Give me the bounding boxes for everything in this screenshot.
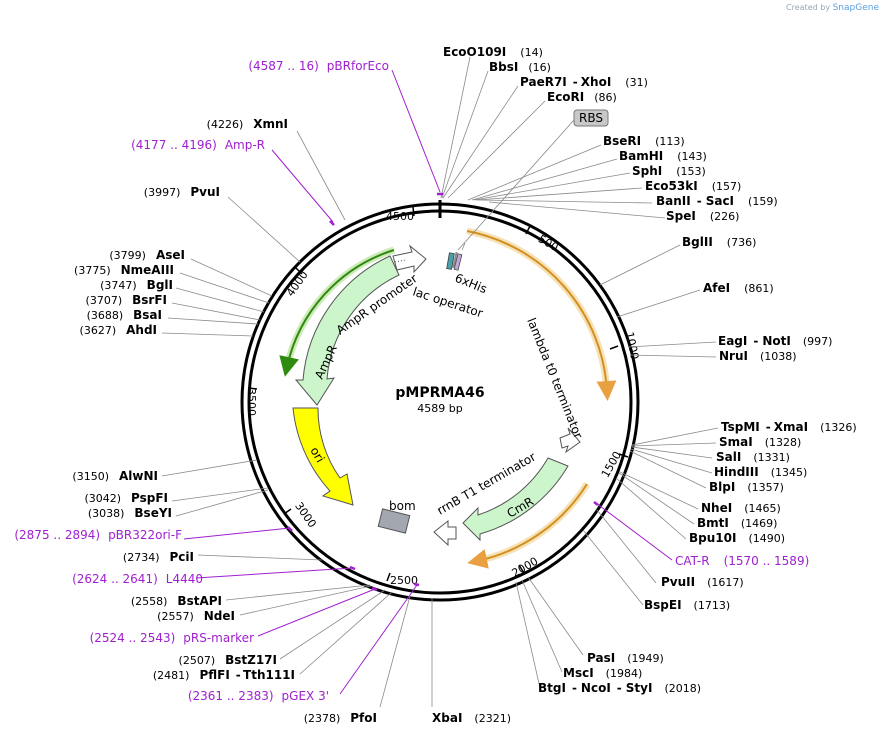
his-tag-feature xyxy=(453,253,463,271)
bom-feature xyxy=(377,508,411,534)
svg-text:(2734)PciI: (2734)PciI xyxy=(123,550,194,564)
lambda-terminator-feature xyxy=(559,427,581,454)
tick-labels: 500 1000 1500 2000 2500 3000 3500 4000 4… xyxy=(245,210,641,587)
svg-text:EagI-NotI(997): EagI-NotI(997) xyxy=(718,334,832,348)
primer-leaders xyxy=(183,69,673,695)
lambda-arc xyxy=(466,230,617,401)
site-name: EcoO109I xyxy=(443,45,506,59)
tick-1000: 1000 xyxy=(623,331,642,361)
svg-text:SalI(1331): SalI(1331) xyxy=(716,450,790,464)
primer-marks xyxy=(287,192,599,592)
svg-text:(3707)BsrFI: (3707)BsrFI xyxy=(86,293,167,307)
svg-text:BtgI-NcoI-StyI(2018): BtgI-NcoI-StyI(2018) xyxy=(538,681,701,695)
cmr-feature xyxy=(462,457,569,542)
lambda-label: lambda t0 terminator xyxy=(524,316,585,441)
svg-text:CAT-R(1570 .. 1589): CAT-R(1570 .. 1589) xyxy=(675,554,809,568)
svg-text:BlpI(1357): BlpI(1357) xyxy=(709,480,784,494)
svg-text:(4226)XmnI: (4226)XmnI xyxy=(207,117,288,131)
tick-2500: 2500 xyxy=(390,574,418,587)
lac-operator-feature xyxy=(446,252,455,270)
svg-text:BbsI(16): BbsI(16) xyxy=(489,60,551,74)
svg-text:SmaI(1328): SmaI(1328) xyxy=(719,435,801,449)
svg-text:PvuII(1617): PvuII(1617) xyxy=(661,575,744,589)
svg-text:(3038)BseYI: (3038)BseYI xyxy=(88,506,172,520)
svg-text:NruI(1038): NruI(1038) xyxy=(719,349,797,363)
snapgene-credit: Created by SnapGene xyxy=(786,3,879,13)
svg-text:(2875 .. 2894)pBR322ori-F: (2875 .. 2894)pBR322ori-F xyxy=(14,528,182,542)
rbs-mark xyxy=(452,251,458,269)
svg-text:(3997)PvuI: (3997)PvuI xyxy=(144,185,220,199)
svg-text:BseRI(113): BseRI(113) xyxy=(603,134,685,148)
amp-arc xyxy=(279,249,395,377)
svg-text:SphI(153): SphI(153) xyxy=(632,164,706,178)
tick-4500: 4500 xyxy=(386,210,414,223)
svg-text:NheI(1465): NheI(1465) xyxy=(701,501,781,515)
tick-3500: 3500 xyxy=(245,388,258,416)
svg-text:BanII-SacI(159): BanII-SacI(159) xyxy=(656,194,778,208)
rbs-label: RBS xyxy=(579,111,603,125)
plasmid-name: pMPRMA46 xyxy=(395,385,484,401)
svg-text:(3747)BglI: (3747)BglI xyxy=(100,278,173,292)
svg-text:(3042)PspFI: (3042)PspFI xyxy=(84,491,168,505)
svg-text:(3775)NmeAIII: (3775)NmeAIII xyxy=(74,263,174,277)
svg-text:HindIII(1345): HindIII(1345) xyxy=(714,465,807,479)
svg-text:PasI(1949): PasI(1949) xyxy=(587,651,664,665)
snapgene-logo: SnapGene xyxy=(832,3,879,13)
primer-labels: (4587 .. 16)pBRforEco (4177 .. 4196)Amp-… xyxy=(14,59,809,703)
svg-text:(2624 .. 2641)L4440: (2624 .. 2641)L4440 xyxy=(72,572,203,586)
cmr-label: CmR xyxy=(505,494,537,520)
svg-text:EcoO109I(14): EcoO109I(14) xyxy=(443,45,543,59)
amp-promoter-feature xyxy=(392,244,427,274)
svg-text:XbaI(2321): XbaI(2321) xyxy=(432,711,511,725)
svg-text:(4177 .. 4196)Amp-R: (4177 .. 4196)Amp-R xyxy=(131,138,265,152)
svg-text:AfeI(861): AfeI(861) xyxy=(703,281,774,295)
lambda-arc-halo xyxy=(466,227,611,392)
bom-label: bom xyxy=(389,499,416,513)
rbs-lead xyxy=(457,119,575,251)
svg-text:(2361 .. 2383)pGEX 3': (2361 .. 2383)pGEX 3' xyxy=(188,689,329,703)
svg-text:(2557)NdeI: (2557)NdeI xyxy=(157,609,235,623)
ori-label: ori xyxy=(307,445,327,466)
rrnb-terminator-feature xyxy=(433,519,457,547)
svg-text:BspEI(1713): BspEI(1713) xyxy=(644,598,730,612)
left-site-labels: (4226)XmnI (3997)PvuI (3799)AseI (3775)N… xyxy=(72,117,377,725)
svg-text:(3799)AseI: (3799)AseI xyxy=(109,248,185,262)
svg-text:MscI(1984): MscI(1984) xyxy=(563,666,642,680)
ampr-feature xyxy=(294,255,400,406)
svg-text:(2507)BstZ17I: (2507)BstZ17I xyxy=(179,653,277,667)
svg-text:(2481)PflFI-Tth111I: (2481)PflFI-Tth111I xyxy=(153,668,295,682)
svg-text:(3688)BsaI: (3688)BsaI xyxy=(87,308,162,322)
rbs-box xyxy=(573,109,609,127)
svg-text:(2558)BstAPI: (2558)BstAPI xyxy=(131,594,222,608)
svg-text:(2378)PfoI: (2378)PfoI xyxy=(304,711,377,725)
right-site-labels: EcoO109I(14) BbsI(16) PaeR7I-XhoI(31) Ec… xyxy=(432,45,857,725)
svg-text:EcoRI(86): EcoRI(86) xyxy=(547,90,617,104)
tick-marks xyxy=(247,206,629,582)
svg-text:(3150)AlwNI: (3150)AlwNI xyxy=(72,469,158,483)
svg-text:Eco53kI(157): Eco53kI(157) xyxy=(645,179,741,193)
his-label: 6xHis xyxy=(453,271,489,296)
plasmid-length: 4589 bp xyxy=(417,402,462,415)
site-leaders xyxy=(161,56,719,708)
svg-text:BmtI(1469): BmtI(1469) xyxy=(697,516,777,530)
lac-lead xyxy=(461,242,466,251)
svg-text:(4587 .. 16)pBRforEco: (4587 .. 16)pBRforEco xyxy=(248,59,389,73)
svg-text:(3627)AhdI: (3627)AhdI xyxy=(80,323,157,337)
svg-text:Bpu10I(1490): Bpu10I(1490) xyxy=(689,531,785,545)
svg-text:PaeR7I-XhoI(31): PaeR7I-XhoI(31) xyxy=(520,75,648,89)
svg-text:(2524 .. 2543)pRS-marker: (2524 .. 2543)pRS-marker xyxy=(90,631,254,645)
svg-text:BglII(736): BglII(736) xyxy=(682,235,756,249)
ori-feature xyxy=(292,407,354,506)
svg-text:SpeI(226): SpeI(226) xyxy=(666,209,739,223)
cat-arc xyxy=(467,483,588,569)
svg-text:BamHI(143): BamHI(143) xyxy=(619,149,707,163)
svg-text:TspMI-XmaI(1326): TspMI-XmaI(1326) xyxy=(721,420,857,434)
